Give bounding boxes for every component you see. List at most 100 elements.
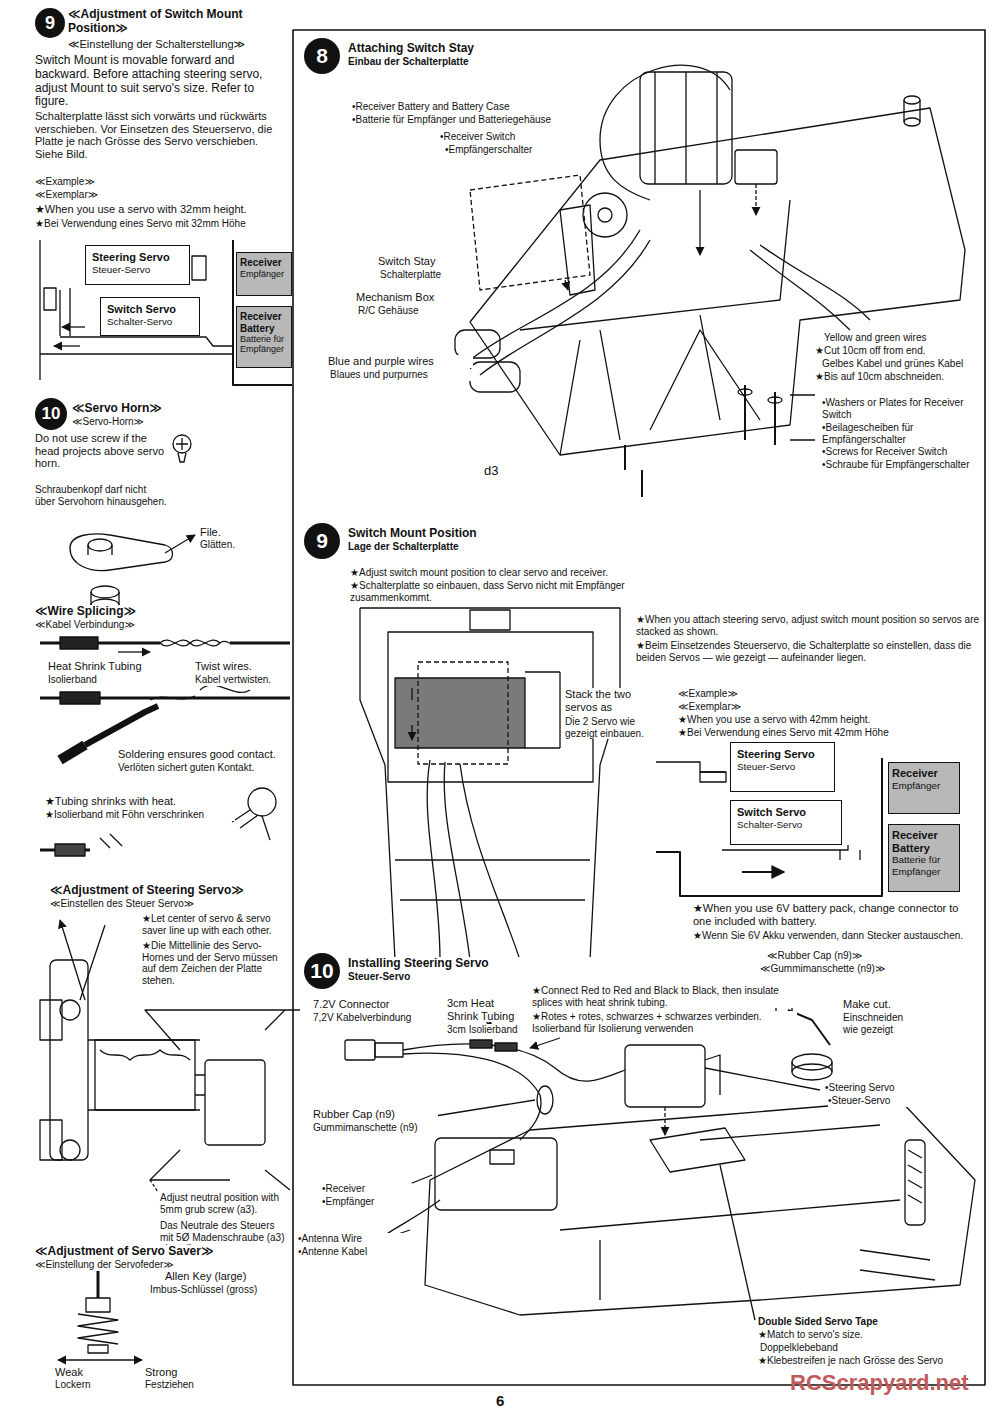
servo-box: Steering ServoSteuer-Servo	[730, 742, 835, 792]
callout-label: Blue and purple wires	[328, 355, 473, 368]
callout-label: ★Isolierband mit Föhn verschrinken	[45, 809, 235, 821]
servo-box: Switch ServoSchalter-Servo	[100, 297, 200, 336]
step-number-circle: 9	[35, 8, 65, 38]
part-name: Switch Servo	[737, 806, 835, 819]
callout-label: Schalterplatte lässt sich vorwärts und r…	[35, 110, 287, 161]
callout-label: Blaues und purpurnes	[330, 369, 475, 381]
callout-label: 7,2V Kabelverbindung	[313, 1012, 438, 1024]
callout-label: ≪Servo-Horn≫	[72, 416, 272, 428]
step-title: ≪Wire Splicing≫	[35, 605, 235, 619]
callout-label: Heat Shrink Tubing	[48, 660, 173, 673]
callout-label: ★When you use 6V battery pack, change co…	[693, 902, 973, 927]
callout-label: ★Schalterplatte so einbauen, dass Servo …	[350, 580, 680, 603]
step-number: 9	[316, 529, 328, 553]
part-name: Receiver Battery	[892, 829, 956, 854]
step-title: Einbau der Schalterplatte	[348, 56, 598, 68]
callout-label: ★When you use a servo with 32mm height.	[35, 203, 290, 216]
callout-label: ★Adjust switch mount position to clear s…	[350, 567, 680, 579]
part-name-german: Schalter-Servo	[107, 316, 193, 327]
callout-label: •Antenne Kabel	[298, 1246, 403, 1258]
step-title: Lage der Schalterplatte	[348, 541, 598, 553]
servo-saver-drawing	[58, 1262, 142, 1360]
callout-label: Lockern	[55, 1379, 110, 1391]
callout-label: 7.2V Connector	[313, 998, 428, 1011]
callout-label: Glätten.	[200, 539, 260, 551]
step-number: 9	[45, 13, 55, 34]
callout-label: Switch Stay	[378, 255, 470, 268]
step-title: ≪Adjustment of Switch Mount Position≫	[68, 8, 290, 36]
step-number-circle: 10	[35, 398, 67, 430]
part-name: Receiver Battery	[240, 311, 288, 334]
callout-label: ≪Example≫	[35, 176, 235, 188]
callout-label: Doppelklebeband	[760, 1342, 930, 1354]
callout-label: 3cm Heat Shrink Tubing	[447, 997, 527, 1022]
callout-label: Die 2 Servo wie gezeigt einbauen.	[565, 716, 645, 739]
callout-label: •Empfängerschalter	[445, 144, 550, 156]
page-number: 6	[496, 1392, 520, 1409]
step-title: ≪Adjustment of Steering Servo≫	[50, 884, 285, 898]
wire-splice-drawing	[40, 637, 290, 760]
steering-servo-install-drawing	[345, 1012, 975, 1320]
callout-label: ★Let center of servo & servo saver line …	[142, 913, 290, 936]
callout-label: Schraubenkopf darf nicht über Servohorn …	[35, 484, 167, 507]
callout-label: Make cut.	[843, 998, 933, 1011]
servo-box: Switch ServoSchalter-Servo	[730, 800, 842, 845]
callout-label: ★Connect Red to Red and Black to Black, …	[532, 985, 797, 1008]
callout-label: ★Bis auf 10cm abschneiden.	[815, 371, 980, 383]
step-title: Attaching Switch Stay	[348, 42, 598, 56]
callout-label: •Steering Servo	[825, 1082, 945, 1094]
callout-label: ★Bei Verwendung eines Servo mit 42mm Höh…	[678, 727, 963, 739]
callout-label: •Antenna Wire	[298, 1233, 403, 1245]
part-name-german: Schalter-Servo	[737, 819, 835, 830]
callout-label: ★When you use a servo with 42mm height.	[678, 714, 963, 726]
callout-label: R/C Gehäuse	[358, 305, 458, 317]
part-name-german: Empfänger	[892, 780, 956, 791]
callout-label: •Washers or Plates for Receiver Switch	[822, 397, 972, 420]
callout-label: •Screws for Receiver Switch	[822, 446, 977, 458]
part-name: Receiver	[240, 257, 288, 269]
screw-icon	[173, 435, 191, 462]
part-name-german: Steuer-Servo	[737, 761, 828, 772]
callout-label: Verlöten sichert guten Kontakt.	[118, 762, 290, 774]
part-name-german: Steuer-Servo	[92, 264, 183, 275]
step-number: 10	[42, 404, 61, 424]
watermark: RCScrapyard.net	[790, 1370, 985, 1395]
step-number: 8	[316, 44, 328, 68]
callout-label: •Batterie für Empfänger und Batteriegehä…	[352, 114, 572, 126]
callout-label: ≪Kabel Verbindung≫	[35, 619, 235, 631]
callout-label: Gummimanschette (n9)	[313, 1122, 448, 1134]
callout-label: ★When you attach steering servo, adjust …	[636, 614, 981, 637]
switch-mount-drawing	[360, 608, 620, 960]
step-number-circle: 9	[304, 523, 340, 559]
callout-label: Isolierband	[48, 674, 168, 686]
step-number-circle: 10	[304, 953, 340, 989]
receiver-box: Receiver BatteryBatterie für Empfänger	[236, 306, 292, 368]
callout-label: ≪Einstellen des Steuer Servo≫	[50, 898, 285, 910]
callout-label: ★Wenn Sie 6V Akku verwenden, dann Stecke…	[693, 930, 973, 942]
callout-label: ★Tubing shrinks with heat.	[45, 795, 235, 808]
step-number-circle: 8	[304, 38, 340, 74]
callout-label: ≪Example≫	[678, 688, 828, 700]
callout-label: Yellow and green wires	[824, 332, 979, 344]
servo-horn-drawing	[70, 534, 195, 611]
callout-label: Mechanism Box	[356, 291, 461, 304]
receiver-box: ReceiverEmpfänger	[888, 762, 960, 814]
callout-label: ≪Einstellung der Servofeder≫	[35, 1259, 270, 1271]
callout-label: •Receiver Switch	[440, 131, 545, 143]
callout-label: d3	[484, 464, 514, 479]
step-title: ≪Adjustment of Servo Saver≫	[35, 1245, 270, 1259]
callout-label: Schalterplatte	[380, 269, 472, 281]
servo-box: Steering ServoSteuer-Servo	[85, 245, 190, 285]
callout-label: ≪Gummimanschette (n9)≫	[760, 963, 930, 975]
callout-label: •Steuer-Servo	[828, 1095, 948, 1107]
callout-label: 3cm Isolierband	[447, 1024, 527, 1036]
callout-label: •Empfänger	[322, 1196, 412, 1208]
callout-label: Einschneiden wie gezeigt	[843, 1012, 918, 1035]
callout-label: •Beilagescheiben für Empfängerschalter	[822, 422, 972, 445]
callout-label: ≪Exemplar≫	[678, 701, 828, 713]
step-title: Installing Steering Servo	[348, 957, 598, 971]
callout-label: Soldering ensures good contact.	[118, 748, 290, 761]
part-name: Receiver	[892, 767, 956, 780]
callout-label: Kabel vertwisten.	[195, 674, 290, 686]
switch-mount-inset	[40, 240, 292, 385]
